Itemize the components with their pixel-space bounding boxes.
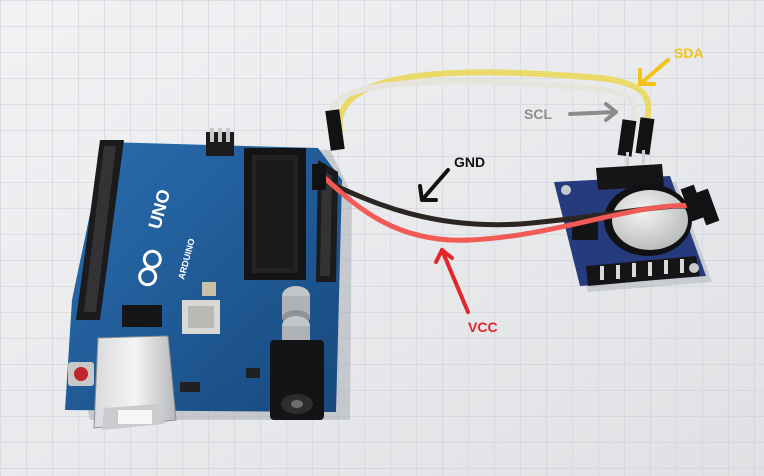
icsp-header bbox=[206, 128, 234, 156]
annotation-vcc: VCC bbox=[434, 248, 498, 335]
sda-arrow-icon bbox=[638, 58, 670, 86]
annotation-gnd: GND bbox=[418, 154, 485, 202]
gnd-label: GND bbox=[454, 154, 485, 170]
header-analog bbox=[316, 160, 338, 282]
usb-b-port bbox=[93, 335, 177, 430]
scl-label: SCL bbox=[524, 106, 552, 122]
header-digital bbox=[76, 140, 124, 320]
wire-red bbox=[315, 169, 703, 243]
jumper-wires bbox=[312, 69, 720, 243]
annotation-sda: SDA bbox=[638, 45, 704, 86]
capacitors bbox=[282, 286, 310, 342]
infinity-logo-icon bbox=[138, 249, 162, 287]
dc-power-jack bbox=[270, 340, 324, 420]
reset-button bbox=[68, 362, 94, 386]
vcc-label: VCC bbox=[468, 319, 498, 335]
annotation-scl: SCL bbox=[524, 102, 618, 122]
arduino-uno-board: UNO ARDUINO bbox=[65, 128, 352, 430]
wire-white bbox=[329, 78, 638, 129]
sda-label: SDA bbox=[674, 45, 704, 61]
vcc-arrow-icon bbox=[434, 248, 470, 314]
scl-arrow-icon bbox=[568, 102, 618, 122]
atmega-chip bbox=[244, 148, 306, 280]
gnd-arrow-icon bbox=[418, 168, 450, 202]
